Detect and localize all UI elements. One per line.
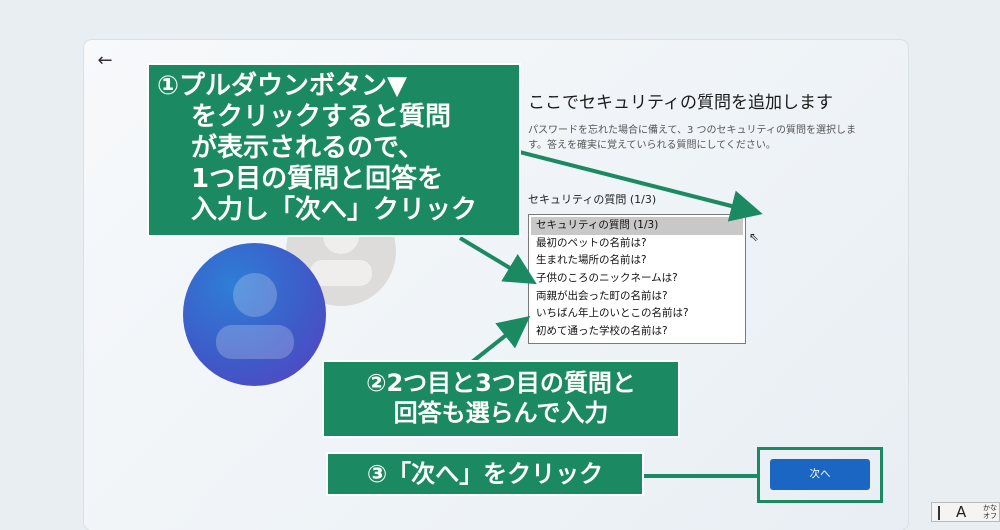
annotation-step-3: ③「次へ」をクリック [326, 452, 644, 496]
page-title: ここでセキュリティの質問を追加します [528, 93, 833, 113]
ime-indicator[interactable]: A かなオフ [931, 502, 1000, 522]
dropdown-option[interactable]: 最初のペットの名前は? [536, 236, 647, 249]
page-description: パスワードを忘れた場合に備えて、3 つのセキュリティの質問を選択します。答えを確… [528, 125, 856, 151]
next-button-highlight [757, 447, 883, 503]
mouse-pointer-icon: ⇖ [749, 230, 760, 244]
back-button[interactable]: ← [94, 50, 116, 72]
text-cursor-icon [938, 506, 940, 520]
dropdown-option[interactable]: 生まれた場所の名前は? [536, 254, 647, 267]
dropdown-option[interactable]: 初めて通った学校の名前は? [536, 325, 668, 338]
dropdown-option[interactable]: 子供のころのニックネームは? [536, 272, 678, 285]
security-question-label: セキュリティの質問 (1/3) [528, 193, 657, 206]
next-button[interactable]: 次へ [770, 459, 870, 490]
annotation-step-1: ①プルダウンボタン▼ をクリックすると質問 が表示されるので、 1つ目の質問と回… [147, 63, 521, 237]
dropdown-option[interactable]: 両親が出会った町の名前は? [536, 289, 668, 302]
dropdown-option[interactable]: セキュリティの質問 (1/3) [531, 217, 743, 235]
arrow-left-icon: ← [97, 50, 113, 71]
annotation-step-2: ②2つ目と3つ目の質問と 回答も選らんで入力 [322, 360, 680, 438]
security-question-dropdown-list[interactable]: セキュリティの質問 (1/3) 最初のペットの名前は? 生まれた場所の名前は? … [528, 214, 746, 344]
avatar [183, 243, 326, 386]
dropdown-option[interactable]: いちばん年上のいとこの名前は? [536, 307, 689, 320]
